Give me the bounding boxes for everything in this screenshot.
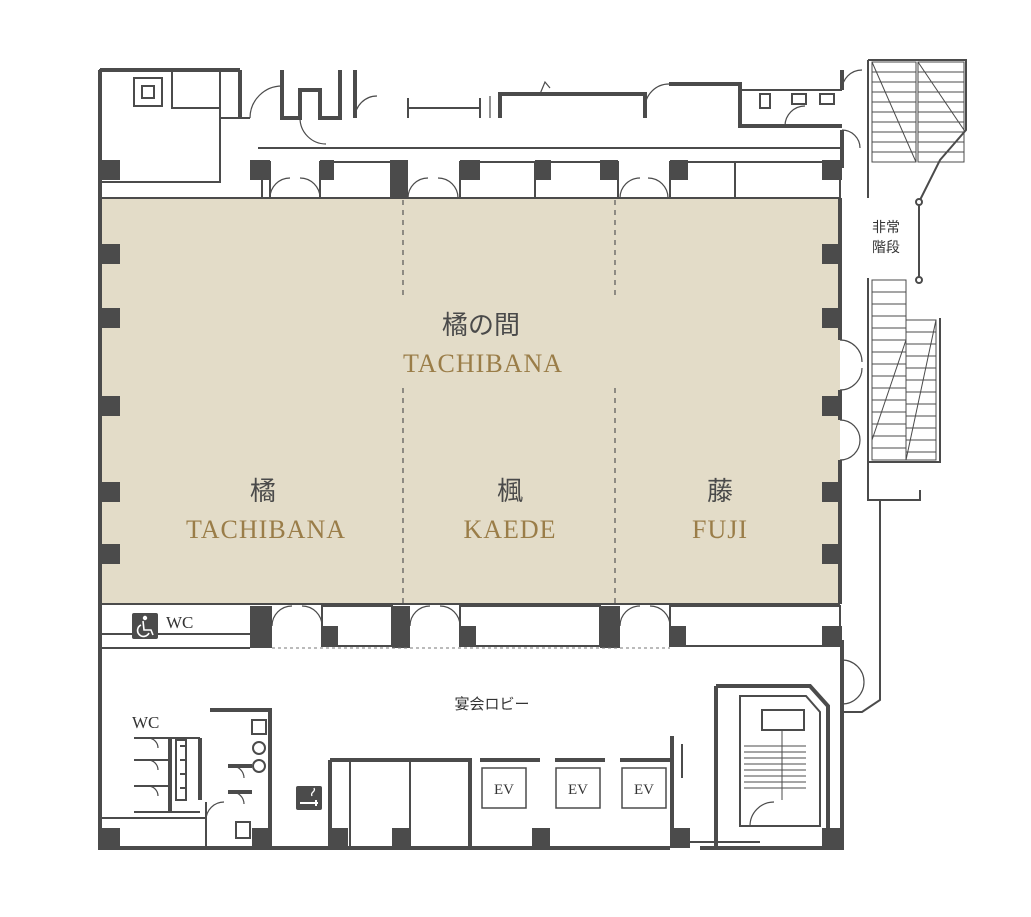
room-tachibana-jp: 橘: [250, 477, 276, 507]
elevator-3-label: EV: [634, 782, 654, 798]
room-kaede-en: KAEDE: [463, 515, 556, 544]
hall-name-jp: 橘の間: [442, 311, 520, 341]
elevator-1-label: EV: [494, 782, 514, 798]
hall-bottom-partitions: [100, 605, 841, 649]
wc-label: WC: [132, 713, 159, 732]
pillars: [100, 160, 842, 848]
room-fuji-en: FUJI: [692, 515, 748, 544]
elevator-hall: [328, 736, 683, 848]
accessible-wc[interactable]: WC: [132, 613, 193, 639]
room-kaede-jp: 楓: [497, 477, 523, 507]
elevators: EV EV EV: [481, 767, 667, 809]
smoking-area[interactable]: [296, 786, 322, 810]
banquet-lobby-label: 宴会ロビー: [454, 695, 529, 713]
room-tachibana-en: TACHIBANA: [186, 515, 346, 544]
hall-name-en: TACHIBANA: [403, 349, 563, 378]
hall-right-doors: [839, 339, 863, 461]
elevator-1[interactable]: [481, 767, 527, 809]
tachibana-hall-area[interactable]: [101, 198, 840, 604]
room-fuji-jp: 藤: [707, 477, 733, 507]
elevator-2[interactable]: [555, 767, 601, 809]
emergency-stairs-label-2: 階段: [872, 240, 900, 256]
elevator-3[interactable]: [621, 767, 667, 809]
restroom: WC: [100, 708, 272, 848]
elevator-2-label: EV: [568, 782, 588, 798]
emergency-stairs: 非常 階段: [841, 59, 967, 713]
back-of-house: [99, 69, 863, 183]
smoking-icon: [296, 786, 322, 810]
emergency-stairs-label-1: 非常: [872, 220, 900, 236]
wc-accessible-label: WC: [166, 613, 193, 632]
stair-tower: [690, 684, 830, 848]
